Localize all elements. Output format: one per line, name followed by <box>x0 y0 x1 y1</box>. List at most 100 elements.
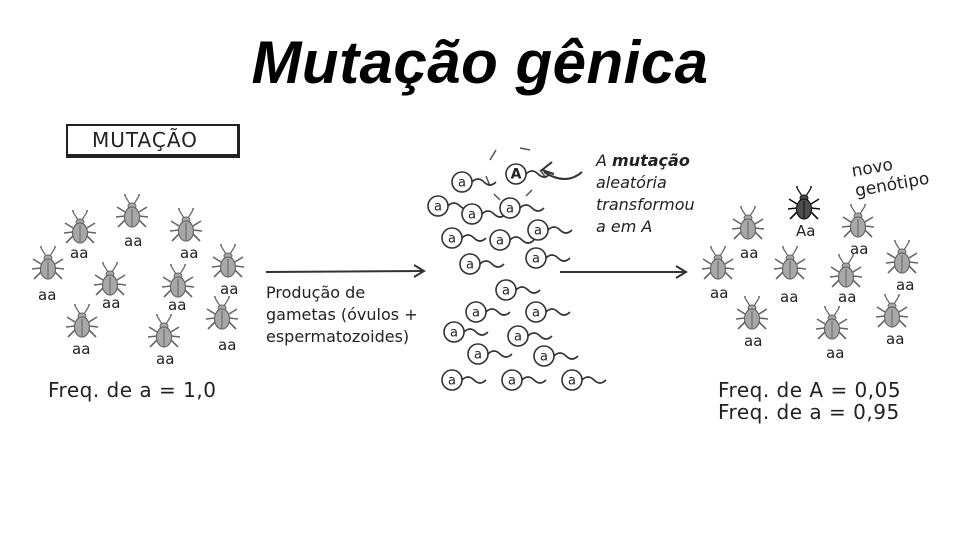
arrow-head-icon <box>675 265 688 279</box>
beetle-leg <box>54 267 65 270</box>
allele-label: a <box>450 326 458 341</box>
beetle-leg <box>702 258 712 265</box>
beetle-leg <box>88 316 98 323</box>
beetle-leg <box>213 269 222 278</box>
beetle-leg <box>758 317 769 320</box>
beetle-antenna-tip <box>810 186 812 188</box>
beetle-leg <box>88 329 97 338</box>
beetle-leg <box>65 235 74 244</box>
gamete-tail <box>519 204 545 212</box>
beetle-leg <box>810 207 821 210</box>
allele-label: a <box>466 258 474 273</box>
genotype-label: aa <box>780 288 798 306</box>
gamete-tail <box>581 376 607 384</box>
beetle-icon: aa <box>93 262 127 312</box>
beetle-leg <box>852 275 863 278</box>
beetle-antenna-tip <box>228 296 230 298</box>
beetle-icon: aa <box>815 306 849 362</box>
beetle-antenna-tip <box>838 254 840 256</box>
beetle-antenna <box>744 297 751 307</box>
beetle-antenna-tip <box>88 304 90 306</box>
beetle-leg <box>908 261 919 264</box>
process-arrows <box>265 161 688 279</box>
gamete-head <box>525 301 547 323</box>
beetle-leg <box>192 229 203 232</box>
mutation-spark <box>493 193 501 201</box>
beetle-antenna <box>179 265 186 275</box>
gamete: a <box>443 321 489 343</box>
beetle-antenna-tip <box>894 240 896 242</box>
beetle-leg <box>54 258 64 265</box>
beetle-leg <box>67 329 76 338</box>
beetle-antenna-tip <box>710 246 712 248</box>
gamete-tail <box>545 254 571 262</box>
beetle-leg <box>774 258 784 265</box>
beetle-antenna-tip <box>214 296 216 298</box>
beetle-antenna-tip <box>796 186 798 188</box>
beetle-antenna <box>165 315 172 325</box>
beetle-antenna <box>838 255 845 265</box>
genotype-label: aa <box>156 350 174 368</box>
gamete-head <box>461 203 483 225</box>
gamete: a <box>525 247 571 269</box>
beetle-leg <box>796 271 805 280</box>
gamete-head <box>495 279 517 301</box>
mutation-label-box <box>66 124 240 158</box>
beetle-antenna-tip <box>782 246 784 248</box>
beetle-leg <box>64 222 74 229</box>
arrow-head-icon <box>413 264 426 278</box>
mutation-explanation: A mutação aleatória transformou a em A <box>596 151 695 236</box>
beetle-antenna <box>719 247 726 257</box>
beetle-antenna-tip <box>170 314 172 316</box>
allele-label: a <box>474 348 482 363</box>
beetle-antenna <box>170 265 177 275</box>
beetle-leg <box>149 339 158 348</box>
beetle-leg <box>148 326 158 333</box>
beetle-leg <box>877 319 886 328</box>
beetle-leg <box>86 231 97 234</box>
beetle-leg <box>63 231 74 234</box>
gamete-tail <box>521 376 547 384</box>
beetle-antenna-tip <box>740 206 742 208</box>
beetle-leg <box>170 335 181 338</box>
beetle-leg <box>898 319 907 328</box>
gamete: a <box>495 279 541 301</box>
beetle-antenna <box>753 297 760 307</box>
beetle-antenna-tip <box>40 246 42 248</box>
beetle-antenna-tip <box>124 194 126 196</box>
beetle-leg <box>887 265 896 274</box>
beetle-leg <box>908 265 917 274</box>
gamete-head <box>459 253 481 275</box>
beetle-antenna-tip <box>234 244 236 246</box>
beetle-leg <box>876 306 886 313</box>
gamete: a <box>451 171 497 193</box>
beetle-leg <box>207 321 216 330</box>
beetle-antenna-tip <box>178 208 180 210</box>
gamete-head <box>507 325 529 347</box>
gamete-tail <box>547 226 573 234</box>
beetle-leg <box>898 306 908 313</box>
beetle-leg <box>138 206 148 213</box>
gamete-tail <box>463 328 489 336</box>
allele-label: a <box>448 232 456 247</box>
beetle-antenna <box>72 211 79 221</box>
mutation-spark <box>519 147 531 151</box>
beetle-leg <box>116 274 126 281</box>
beetle-leg <box>898 315 909 318</box>
mutant-gamete: A <box>505 163 551 185</box>
gamete: a <box>461 203 507 225</box>
beetle-leg <box>184 276 194 283</box>
beetle-antenna-tip <box>72 210 74 212</box>
allele-label: a <box>448 374 456 389</box>
genotype-label: aa <box>72 340 90 358</box>
beetle-antenna <box>903 241 910 251</box>
beetle-leg <box>852 279 861 288</box>
beetle-icon: aa <box>63 210 97 262</box>
beetle-leg <box>885 261 896 264</box>
genotype-label: aa <box>220 280 238 298</box>
beetle-antenna <box>102 263 109 273</box>
gamete-head <box>561 369 583 391</box>
beetle-antenna <box>824 307 831 317</box>
